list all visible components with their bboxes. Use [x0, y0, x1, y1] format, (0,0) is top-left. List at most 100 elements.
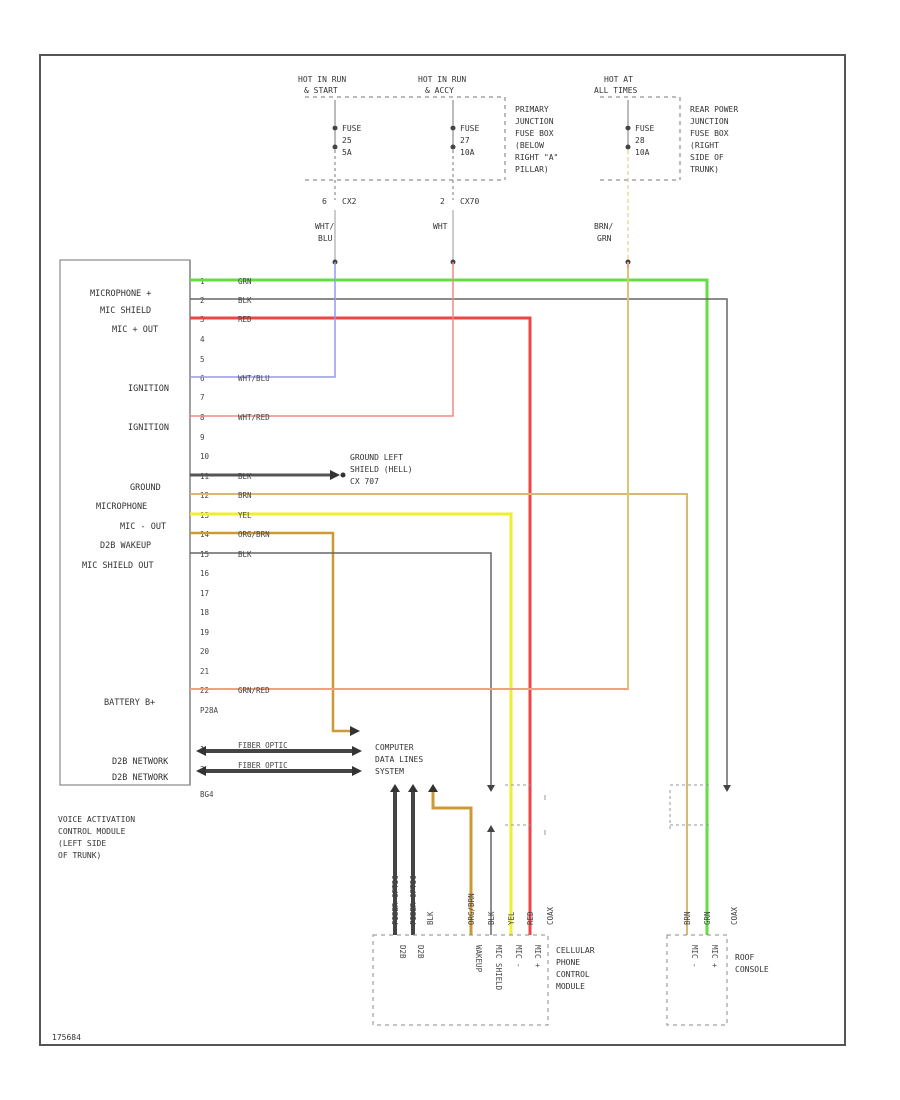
svg-text:COMPUTER: COMPUTER: [375, 743, 414, 752]
wire-blk-label: BLK: [238, 296, 252, 305]
svg-text:7: 7: [200, 393, 205, 402]
svg-text:PHONE: PHONE: [556, 958, 580, 967]
wire-wht-red-label: WHT/RED: [238, 413, 270, 422]
fuse1-number: 25: [342, 136, 352, 145]
wire-yel-label: YEL: [238, 511, 252, 520]
wire-grn-label: GRN: [238, 277, 252, 286]
rear-box-label: REAR POWER JUNCTION FUSE BOX (RIGHT SIDE…: [690, 105, 738, 174]
module-pin-labels: MICROPHONE + MIC SHIELD MIC + OUT IGNITI…: [82, 289, 169, 783]
svg-text:MIC -: MIC -: [690, 945, 699, 968]
rear-fuse-box: [600, 96, 681, 181]
fuse1-fuse-label: FUSE: [342, 124, 361, 133]
fuse3-amps: 10A: [635, 148, 650, 157]
wire-wht-red: [190, 262, 454, 417]
svg-text:(BELOW: (BELOW: [515, 141, 544, 150]
fuse3-number: 28: [635, 136, 645, 145]
svg-text:22: 22: [200, 686, 209, 695]
svg-text:TRUNK): TRUNK): [690, 165, 719, 174]
svg-text:BATTERY B+: BATTERY B+: [104, 698, 155, 708]
wire-grn: [190, 278, 709, 935]
wire-wht-blu: [190, 262, 336, 378]
wire-fiber2-label: FIBER OPTIC: [238, 761, 288, 770]
svg-text:5: 5: [200, 355, 205, 364]
svg-text:BLK: BLK: [487, 911, 496, 925]
svg-text:4: 4: [200, 335, 205, 344]
svg-text:COAX: COAX: [730, 906, 739, 925]
svg-text:14: 14: [200, 530, 210, 539]
svg-text:D2B: D2B: [416, 945, 425, 959]
svg-text:MIC +: MIC +: [533, 945, 542, 968]
svg-text:DATA LINES: DATA LINES: [375, 755, 423, 764]
svg-text:GROUND LEFT: GROUND LEFT: [350, 453, 403, 462]
fuse1-amps: 5A: [342, 148, 352, 157]
module-pin-numbers: 1 2 3 4 5 6 7 8 9 10 11 12 13 14 15 16 1…: [200, 277, 219, 799]
wire-org-brn-label: ORG/BRN: [238, 530, 270, 539]
svg-text:BLK: BLK: [426, 911, 435, 925]
fuse2-fuse-label: FUSE: [460, 124, 479, 133]
roof-pin-labels: MIC - MIC +: [690, 945, 719, 968]
svg-text:IGNITION: IGNITION: [128, 384, 169, 394]
fuse1-hot-label: HOT IN RUN: [298, 75, 346, 84]
bottom-wire-labels: FIBER OPTIC FIBER OPTIC BLK ORG/BRN BLK …: [391, 875, 739, 925]
svg-text:MIC -: MIC -: [514, 945, 523, 968]
primary-box-label: PRIMARY JUNCTION FUSE BOX (BELOW RIGHT "…: [515, 105, 558, 174]
diagram-id: 175684: [52, 1033, 81, 1042]
svg-text:20: 20: [200, 647, 210, 656]
roof-console-label: ROOF CONSOLE: [735, 953, 769, 974]
wire-blk-top: [190, 298, 728, 785]
diagram-frame: [39, 54, 846, 1046]
svg-text:FIBER OPTIC: FIBER OPTIC: [409, 875, 418, 925]
svg-text:10: 10: [200, 452, 210, 461]
primary-fuse-box: [305, 96, 506, 181]
svg-text:BG4: BG4: [200, 790, 214, 799]
svg-text:9: 9: [200, 433, 205, 442]
svg-text:D2B: D2B: [398, 945, 407, 959]
svg-text:RIGHT "A": RIGHT "A": [515, 153, 558, 162]
computer-data-lines-label: COMPUTER DATA LINES SYSTEM: [375, 743, 423, 776]
svg-text:PRIMARY: PRIMARY: [515, 105, 549, 114]
roof-console-box: [666, 934, 728, 1026]
fuse1-connector: CX2: [342, 197, 357, 206]
svg-text:JUNCTION: JUNCTION: [515, 117, 554, 126]
fuse1-wire-color: WHT/: [315, 222, 334, 231]
svg-text:VOICE ACTIVATION: VOICE ACTIVATION: [58, 815, 135, 824]
fuse3-wire-color2: GRN: [597, 234, 612, 243]
wire-grn-red-label: GRN/RED: [238, 686, 270, 695]
svg-text:FUSE BOX: FUSE BOX: [515, 129, 554, 138]
cellular-module-label: CELLULAR PHONE CONTROL MODULE: [556, 946, 595, 991]
wire-ground-label: BLK: [238, 472, 252, 481]
fuse3-hot-label: HOT AT: [604, 75, 633, 84]
ground-label: GROUND LEFT SHIELD (HELL) CX 707: [350, 453, 413, 486]
svg-text:MODULE: MODULE: [556, 982, 585, 991]
svg-text:PILLAR): PILLAR): [515, 165, 549, 174]
svg-text:MIC +: MIC +: [710, 945, 719, 968]
svg-text:(LEFT SIDE: (LEFT SIDE: [58, 839, 106, 848]
svg-text:BRN: BRN: [683, 911, 692, 925]
svg-text:MIC - OUT: MIC - OUT: [120, 522, 166, 532]
fuse-27: [450, 100, 456, 265]
svg-text:MIC + OUT: MIC + OUT: [112, 325, 158, 335]
fuse1-pin: 6: [322, 197, 327, 206]
fuse-25: [332, 100, 338, 265]
svg-text:YEL: YEL: [507, 911, 516, 925]
svg-text:D2B NETWORK: D2B NETWORK: [112, 757, 169, 767]
fuse2-hot2-label: & ACCY: [425, 86, 454, 95]
fuse-28: [625, 100, 631, 265]
svg-text:GROUND: GROUND: [130, 483, 161, 493]
svg-text:CONTROL MODULE: CONTROL MODULE: [58, 827, 126, 836]
fuse2-wire-color: WHT: [433, 222, 448, 231]
voice-module-title: VOICE ACTIVATION CONTROL MODULE (LEFT SI…: [58, 815, 135, 860]
svg-text:19: 19: [200, 628, 209, 637]
wire-red: [190, 316, 532, 935]
svg-text:SYSTEM: SYSTEM: [375, 767, 404, 776]
fuse1-wire-color2: BLU: [318, 234, 333, 243]
svg-text:18: 18: [200, 608, 210, 617]
svg-text:JUNCTION: JUNCTION: [690, 117, 729, 126]
svg-text:COAX: COAX: [546, 906, 555, 925]
svg-text:SHIELD (HELL): SHIELD (HELL): [350, 465, 413, 474]
wire-wakeup-down: [431, 792, 473, 935]
svg-text:17: 17: [200, 589, 209, 598]
fuse3-hot2-label: ALL TIMES: [594, 86, 638, 95]
svg-text:WAKEUP: WAKEUP: [474, 945, 483, 973]
wire-red-label: RED: [238, 315, 252, 324]
